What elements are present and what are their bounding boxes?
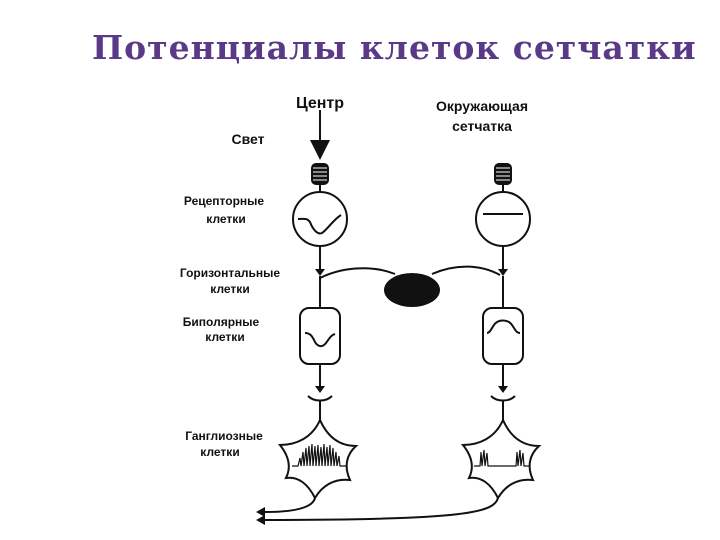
horizontal-label-line1: Горизонтальные (180, 266, 281, 280)
receptor-label-line1: Рецепторные (184, 194, 265, 208)
surround-ganglion-cell (460, 417, 542, 501)
horizontal-label-line2: клетки (210, 282, 249, 296)
center-label: Центр (296, 95, 344, 112)
center-synapse-horizontal (315, 269, 325, 276)
center-receptor-segment (311, 163, 329, 185)
horizontal-cell-process (319, 267, 396, 279)
center-ganglion-cell (277, 417, 359, 501)
ganglion-label-line2: клетки (200, 445, 239, 459)
slide-title: Потенциалы клеток сетчатки (92, 28, 697, 67)
surround-label-line2: сетчатка (452, 118, 512, 134)
center-bipolar-cell (299, 307, 341, 365)
surround-label-line1: Окружающая (436, 98, 528, 114)
ganglion-label-line1: Ганглиозные (185, 429, 263, 443)
horizontal-cell-body (384, 273, 440, 307)
surround-synapse-horizontal (498, 269, 508, 276)
surround-receptor-cell (475, 191, 531, 247)
light-label: Свет (232, 131, 265, 147)
bipolar-label-line1: Биполярные (183, 315, 260, 329)
receptor-label-line2: клетки (206, 212, 245, 226)
surround-receptor-segment (494, 163, 512, 185)
bipolar-label-line2: клетки (205, 330, 244, 344)
surround-bipolar-cell (482, 307, 524, 365)
center-receptor-cell (292, 191, 348, 247)
